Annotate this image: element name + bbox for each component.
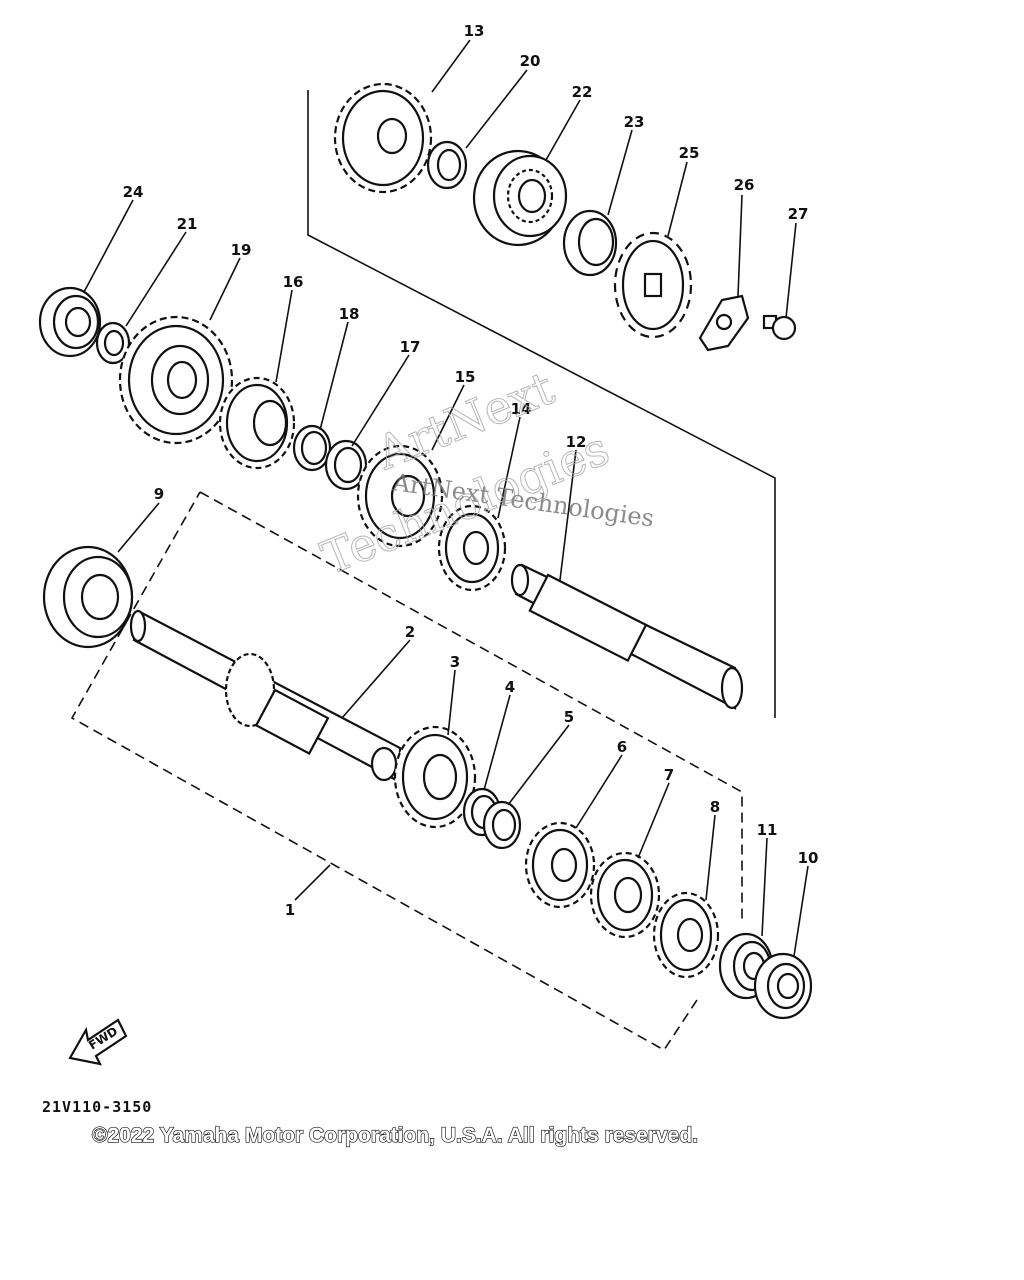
callout-22: 22 <box>572 83 593 101</box>
callout-21: 21 <box>177 215 198 233</box>
part-5-washer <box>482 800 522 850</box>
drive-axle-group-frame <box>307 90 776 718</box>
part-20-collar <box>426 140 468 190</box>
callout-27: 27 <box>788 205 809 223</box>
part-22-bearing <box>472 149 568 247</box>
callout-23: 23 <box>624 113 645 131</box>
part-6-gear <box>524 821 596 909</box>
callout-labels: 13 20 22 23 25 26 27 24 21 19 16 18 17 1… <box>123 22 819 919</box>
part-21-washer <box>95 321 131 365</box>
callout-8: 8 <box>710 798 720 816</box>
callout-25: 25 <box>679 144 700 162</box>
part-2-main-axle <box>129 609 402 784</box>
callout-1: 1 <box>285 901 295 919</box>
callout-17: 17 <box>400 338 421 356</box>
callout-2: 2 <box>405 623 415 641</box>
callout-6: 6 <box>617 738 627 756</box>
main-axle-group-frame <box>70 491 743 1052</box>
part-27-bolt <box>762 314 797 341</box>
callout-10: 10 <box>798 849 819 867</box>
callout-7: 7 <box>664 766 674 784</box>
callout-3: 3 <box>450 653 460 671</box>
copyright-notice: ©2022 Yamaha Motor Corporation, U.S.A. A… <box>92 1124 698 1147</box>
diagram-code: 21V110-3150 <box>42 1098 152 1116</box>
callout-5: 5 <box>564 708 574 726</box>
part-19-gear <box>118 315 234 445</box>
callout-12: 12 <box>566 433 587 451</box>
part-7-gear <box>589 851 661 939</box>
part-17-circlip <box>324 439 368 491</box>
part-24-bearing <box>38 286 102 358</box>
part-18-washer <box>292 424 332 472</box>
part-10-oil-seal <box>753 952 813 1020</box>
part-26-lock-washer <box>698 294 750 352</box>
callout-11: 11 <box>757 821 778 839</box>
callout-26: 26 <box>734 176 755 194</box>
callout-20: 20 <box>520 52 541 70</box>
callout-13: 13 <box>464 22 485 40</box>
part-25-drive-sprocket <box>613 231 693 339</box>
part-15-gear <box>356 444 444 548</box>
part-3-gear <box>393 725 477 829</box>
part-12-drive-axle <box>510 563 744 710</box>
part-13-gear <box>333 82 433 194</box>
part-23-oil-seal <box>562 209 618 277</box>
callout-14: 14 <box>511 400 532 418</box>
leader-lines <box>83 39 809 957</box>
callout-24: 24 <box>123 183 144 201</box>
part-16-gear <box>218 376 296 470</box>
callout-4: 4 <box>505 678 515 696</box>
callout-15: 15 <box>455 368 476 386</box>
callout-18: 18 <box>339 305 360 323</box>
callout-19: 19 <box>231 241 252 259</box>
part-8-gear <box>652 891 720 979</box>
part-9-bearing <box>42 545 134 649</box>
part-14-gear <box>437 504 507 592</box>
callout-16: 16 <box>283 273 304 291</box>
callout-9: 9 <box>154 485 164 503</box>
fwd-arrow-icon: FWD <box>68 1018 128 1066</box>
